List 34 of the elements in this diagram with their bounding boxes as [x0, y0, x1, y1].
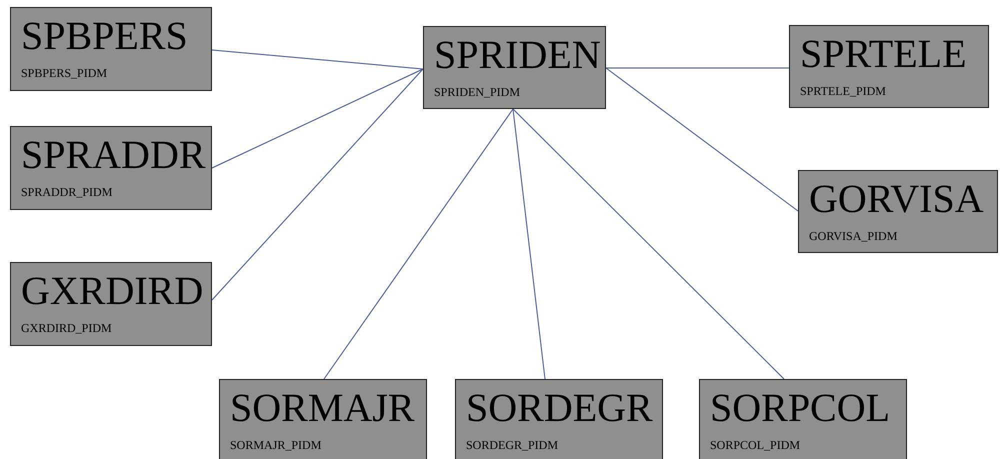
key-field: GORVISA_PIDM	[809, 229, 898, 243]
table-name: SPRADDR	[21, 133, 206, 177]
connector-line	[324, 108, 514, 380]
connector-line	[606, 68, 798, 212]
key-field: SPRTELE_PIDM	[800, 84, 886, 98]
key-field: GXRDIRD_PIDM	[21, 321, 112, 335]
table-name: SPRIDEN	[434, 33, 601, 77]
key-field: SORPCOL_PIDM	[710, 438, 800, 452]
table-name: SPRTELE	[800, 32, 967, 76]
table-name: SPBPERS	[21, 14, 188, 58]
table-box	[798, 170, 998, 253]
key-field: SORDEGR_PIDM	[466, 438, 558, 452]
table-name: SORMAJR	[230, 386, 415, 430]
table-name: GORVISA	[809, 177, 984, 221]
table-box	[219, 379, 427, 459]
table-box	[699, 379, 907, 459]
connector-line	[512, 108, 546, 380]
key-field: SPBPERS_PIDM	[21, 66, 108, 80]
connector-line	[512, 108, 784, 380]
table-box	[10, 126, 212, 210]
table-box	[10, 7, 212, 91]
key-field: SPRIDEN_PIDM	[434, 85, 520, 99]
table-name: SORPCOL	[710, 386, 890, 430]
table-box	[10, 262, 212, 346]
table-name: GXRDIRD	[21, 269, 204, 313]
connector-line	[212, 68, 424, 168]
key-field: SORMAJR_PIDM	[230, 438, 322, 452]
table-box	[789, 25, 989, 108]
key-field: SPRADDR_PIDM	[21, 185, 112, 199]
table-box	[423, 26, 606, 109]
connector-line	[212, 50, 424, 70]
connector-line	[212, 68, 424, 300]
table-box	[455, 379, 663, 459]
table-name: SORDEGR	[466, 386, 653, 430]
